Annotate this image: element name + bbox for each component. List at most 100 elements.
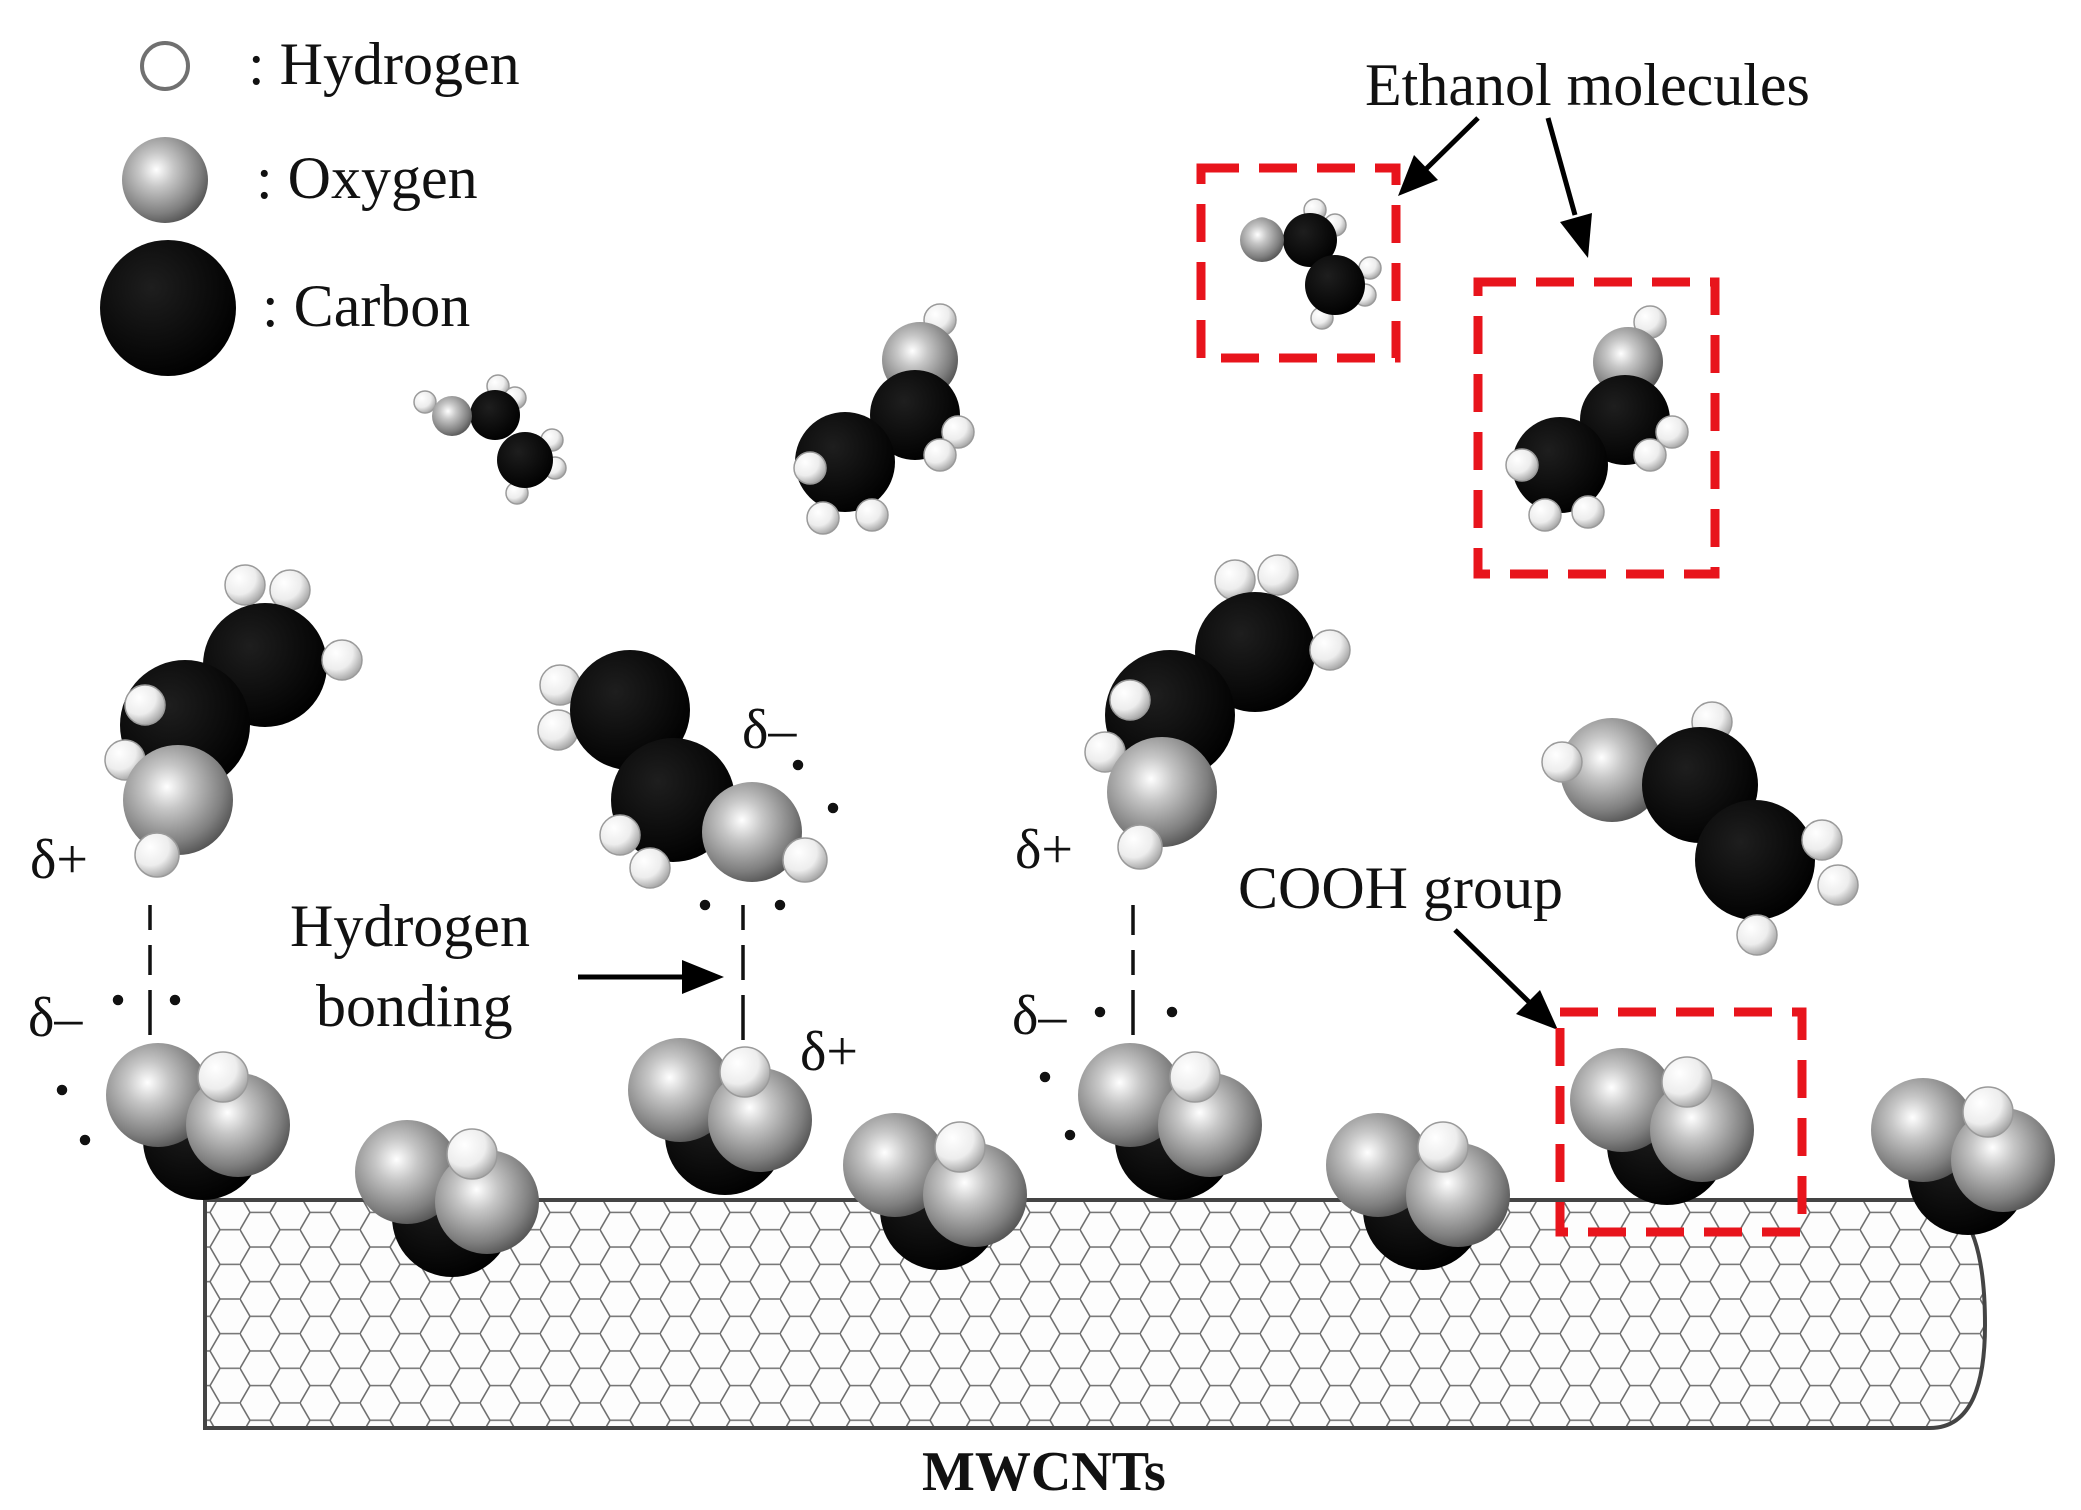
ethanol-molecule <box>793 303 975 535</box>
oxygen-atom <box>1560 718 1664 822</box>
hydrogen-atom <box>1571 495 1605 529</box>
delta-plus-label-1: δ+ <box>30 829 88 891</box>
cooh-group-molecule <box>1871 1078 2055 1235</box>
cooh-group-molecule <box>1326 1113 1510 1270</box>
hydrogen-atom <box>134 832 180 878</box>
ethanol-molecules-label: Ethanol molecules <box>1365 52 1810 118</box>
carbon-atom <box>497 432 553 488</box>
legend-carbon-label: : Carbon <box>262 273 470 339</box>
hydrogen-bond-lines <box>56 759 1178 1146</box>
ethanol-molecule <box>413 374 567 505</box>
ethanol-highlight-box-large <box>1473 277 1720 579</box>
cooh-group-molecule <box>106 1043 290 1200</box>
hydrogen-atom <box>1505 448 1539 482</box>
hydrogen-atom <box>1736 914 1778 956</box>
hydrogen-atom <box>629 847 671 889</box>
cooh-group-molecule <box>1078 1043 1262 1200</box>
hydrogen-atom <box>806 501 840 535</box>
delta-plus-label-2: δ+ <box>800 1021 858 1083</box>
hydrogen-atom <box>782 837 828 883</box>
oxygen-atom <box>1871 1078 1975 1182</box>
oxygen-atom <box>1570 1048 1674 1152</box>
hydrogen-atom <box>321 639 363 681</box>
delta-minus-label-3: δ– <box>1012 985 1067 1047</box>
hydrogen-atom <box>923 438 957 472</box>
hydrogen-atom <box>855 498 889 532</box>
arrows <box>578 116 1592 1030</box>
oxygen-atom <box>106 1043 210 1147</box>
oxygen-atom <box>1240 218 1284 262</box>
oxygen-atom <box>628 1038 732 1142</box>
carbon-atom <box>795 412 895 512</box>
delta-plus-label-3: δ+ <box>1015 819 1073 881</box>
ethanol-highlight-box-small <box>1196 163 1401 363</box>
delta-minus-label-1: δ– <box>28 987 83 1049</box>
hydrogen-bonding-label-line2: bonding <box>316 973 513 1039</box>
carbon-legend-icon <box>100 240 236 376</box>
hydrogen-atom <box>1661 1056 1713 1108</box>
oxygen-atom <box>123 745 233 855</box>
oxygen-atom <box>1326 1113 1430 1217</box>
hydrogen-atom <box>1417 1121 1469 1173</box>
legend-hydrogen-label: : Hydrogen <box>248 31 520 97</box>
hydrogen-atom <box>1962 1086 2014 1138</box>
carbon-atom <box>1305 255 1365 315</box>
ethanol-molecule <box>537 650 828 889</box>
hydrogen-atom <box>1633 438 1667 472</box>
hydrogen-atom <box>1109 679 1151 721</box>
carbon-atom <box>1512 417 1608 513</box>
highlight-boxes <box>1196 163 1807 1237</box>
hydrogen-atom <box>446 1128 498 1180</box>
hydrogen-atom <box>413 390 437 414</box>
oxygen-atom <box>1107 737 1217 847</box>
hydrogen-atom <box>1528 498 1562 532</box>
oxygen-atom <box>1078 1043 1182 1147</box>
hydrogen-atom <box>934 1121 986 1173</box>
hydrogen-atom <box>1169 1051 1221 1103</box>
hydrogen-atom <box>124 684 166 726</box>
hydrogen-atom <box>1117 824 1163 870</box>
ethanol-molecule <box>104 564 363 878</box>
carbon-atom <box>1283 213 1337 267</box>
ethanol-molecule <box>1084 554 1351 870</box>
oxygen-legend-icon <box>122 137 208 223</box>
carbon-atom <box>470 390 520 440</box>
hydrogen-atom <box>941 415 975 449</box>
oxygen-atom <box>432 396 472 436</box>
cooh-highlight-box <box>1555 1007 1807 1237</box>
oxygen-atom <box>843 1113 947 1217</box>
cooh-group-molecule <box>1570 1048 1754 1205</box>
hydrogen-atom <box>793 451 827 485</box>
hydrogen-bonding-label-line1: Hydrogen <box>290 893 530 959</box>
legend: : Hydrogen : Oxygen : Carbon <box>100 31 520 376</box>
cooh-group-label: COOH group <box>1238 855 1563 921</box>
hydrogen-atom <box>1817 864 1859 906</box>
hydrogen-atom <box>1801 819 1843 861</box>
carbon-atom <box>1695 800 1815 920</box>
cooh-group-molecule <box>628 1038 812 1195</box>
hydrogen-atom <box>1257 554 1299 596</box>
mwcnt-nanotube <box>203 1198 1988 1430</box>
ethanol-molecule <box>1505 305 1689 532</box>
ethanol-molecule <box>1541 701 1859 956</box>
carbon-atom <box>870 370 960 460</box>
hydrogen-atom <box>719 1046 771 1098</box>
cooh-group-molecule <box>843 1113 1027 1270</box>
ethanol-molecule <box>1240 198 1382 330</box>
cooh-group-molecule <box>355 1120 539 1277</box>
hydrogen-atom <box>197 1051 249 1103</box>
hydrogen-atom <box>1655 415 1689 449</box>
hydrogen-atom <box>224 564 266 606</box>
oxygen-atom <box>355 1120 459 1224</box>
molecules <box>104 198 2055 1277</box>
mwcnts-label: MWCNTs <box>922 1441 1166 1503</box>
hydrogen-atom <box>1309 629 1351 671</box>
legend-oxygen-label: : Oxygen <box>256 145 478 211</box>
hydrogen-atom <box>1541 741 1583 783</box>
oxygen-atom <box>702 782 802 882</box>
delta-minus-label-2: δ– <box>742 699 797 761</box>
hydrogen-legend-icon <box>140 41 190 91</box>
hydrogen-atom <box>599 814 641 856</box>
